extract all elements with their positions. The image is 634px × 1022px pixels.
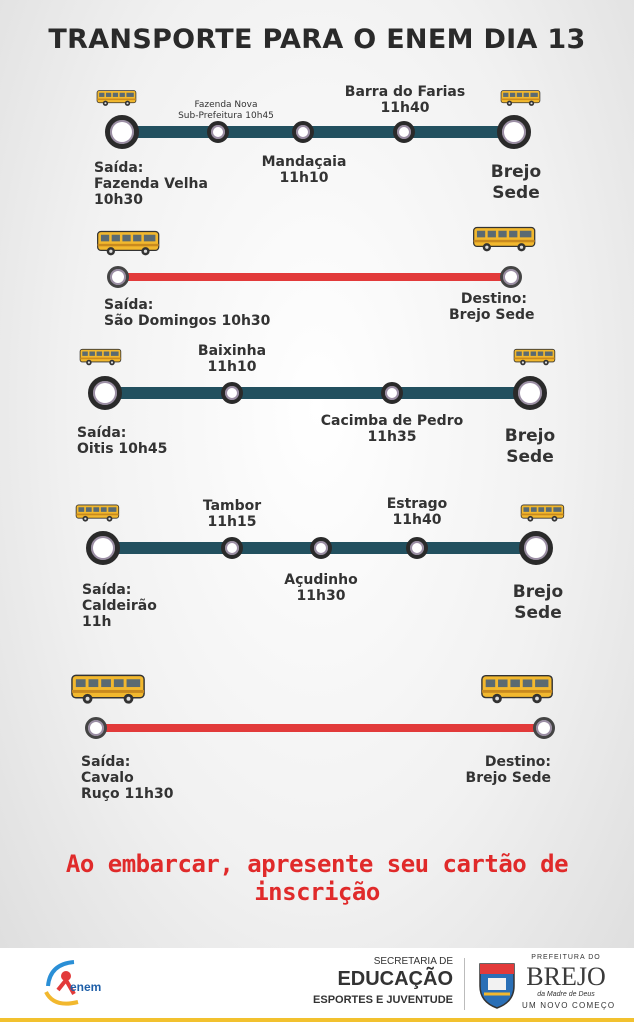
secretaria-line3: ESPORTES E JUVENTUDE xyxy=(313,994,453,1006)
route-start-node xyxy=(105,115,139,149)
route-start-label: Saída: São Domingos 10h30 xyxy=(104,297,271,329)
route-end-node xyxy=(497,115,531,149)
route-stop-label: Baixinha 11h10 xyxy=(197,343,267,375)
route-end-label: Brejo Sede xyxy=(504,426,556,467)
secretaria-line1: SECRETARIA DE xyxy=(373,956,453,967)
enem-logo xyxy=(44,960,79,1006)
route-start-node xyxy=(107,266,129,288)
route-end-node xyxy=(500,266,522,288)
route-stop-node xyxy=(310,537,332,559)
bus-icon xyxy=(500,88,542,108)
route-line xyxy=(118,273,514,281)
route-end-label: Destino: Brejo Sede xyxy=(465,754,551,786)
route-stop-node xyxy=(221,537,243,559)
page-title: TRANSPORTE PARA O ENEM DIA 13 xyxy=(48,24,586,55)
route-stop-node xyxy=(221,382,243,404)
route-end-label: Brejo Sede xyxy=(512,582,564,623)
route-end-node xyxy=(513,376,547,410)
route-stop-node xyxy=(207,121,229,143)
route-end-label: Brejo Sede xyxy=(490,162,542,203)
route-start-label: Saída: Cavalo Ruço 11h30 xyxy=(81,754,174,802)
bus-icon xyxy=(75,503,121,523)
footer: enem SECRETARIA DE EDUCAÇÃO ESPORTES E J… xyxy=(0,948,634,1022)
route-start-label: Saída: Fazenda Velha 10h30 xyxy=(94,160,208,208)
bus-icon xyxy=(79,346,123,368)
secretaria-line2: EDUCAÇÃO xyxy=(337,968,453,990)
route-stop-node xyxy=(393,121,415,143)
route-stop-node xyxy=(292,121,314,143)
prefeitura-name: BREJO xyxy=(526,962,606,991)
route-start-node xyxy=(88,376,122,410)
enem-wordmark: enem xyxy=(70,980,102,994)
route-start-node xyxy=(86,531,120,565)
route-stop-label: Açudinho 11h30 xyxy=(284,572,358,604)
footer-accent-line xyxy=(0,1018,634,1022)
route-end-node xyxy=(533,717,555,739)
route-line xyxy=(105,387,528,399)
boarding-notice: Ao embarcar, apresente seu cartão de ins… xyxy=(65,850,569,906)
bus-icon xyxy=(96,228,162,258)
route-stop-label: Mandaçaia 11h10 xyxy=(261,154,347,186)
route-stop-node xyxy=(406,537,428,559)
route-line xyxy=(122,126,516,138)
route-stop-label: Barra do Farias 11h40 xyxy=(344,84,466,116)
footer-divider xyxy=(464,958,465,1010)
route-line xyxy=(96,724,544,732)
bus-icon xyxy=(472,224,538,254)
bus-icon xyxy=(513,347,557,367)
bus-icon xyxy=(480,672,556,706)
route-stop-label: Fazenda Nova Sub-Prefeitura 10h45 xyxy=(178,100,274,121)
route-end-label: Destino: Brejo Sede xyxy=(449,291,535,323)
prefeitura-slogan: UM NOVO COMEÇO xyxy=(522,1001,616,1010)
route-start-label: Saída: Oitis 10h45 xyxy=(77,425,168,457)
route-start-label: Saída: Caldeirão 11h xyxy=(82,582,157,630)
route-start-node xyxy=(85,717,107,739)
bus-icon xyxy=(520,503,566,523)
route-stop-label: Estrago 11h40 xyxy=(386,496,448,528)
route-stop-node xyxy=(381,382,403,404)
bus-icon xyxy=(96,88,138,108)
bus-icon xyxy=(70,672,148,706)
brejo-coat-of-arms xyxy=(479,963,515,1009)
prefeitura-sub: da Madre de Deus xyxy=(537,991,595,998)
route-end-node xyxy=(519,531,553,565)
route-stop-label: Cacimba de Pedro 11h35 xyxy=(320,413,464,445)
prefeitura-top: PREFEITURA DO xyxy=(531,954,601,961)
route-stop-label: Tambor 11h15 xyxy=(202,498,262,530)
